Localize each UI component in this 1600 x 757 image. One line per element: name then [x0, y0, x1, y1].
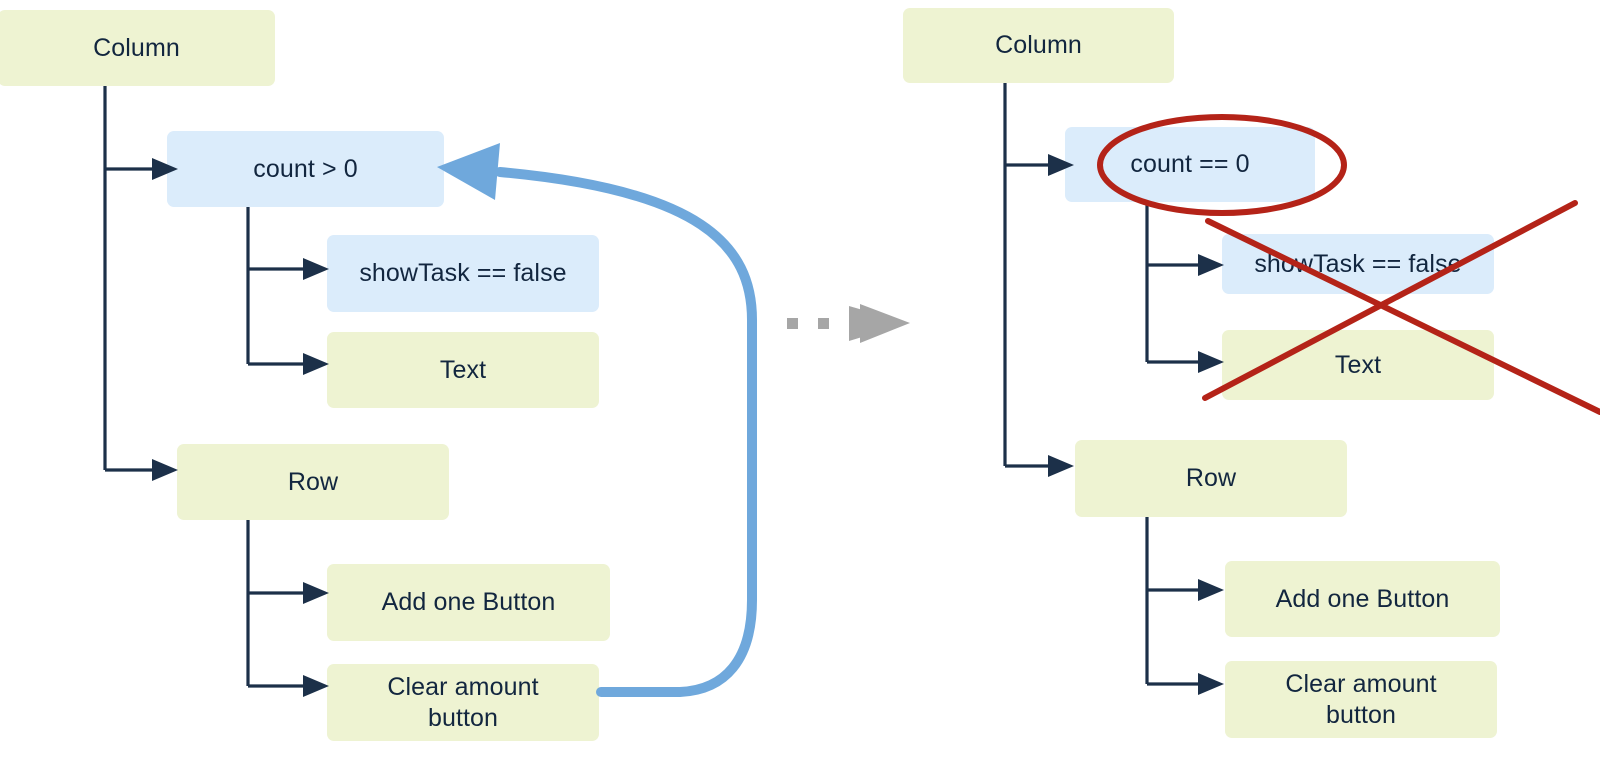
- connector-row-left-spine: [246, 520, 329, 697]
- connector-count-right-spine: [1145, 202, 1224, 373]
- node-clearamount-right: Clear amount button: [1225, 661, 1497, 738]
- node-text-right: Text: [1222, 330, 1494, 400]
- node-column-left: Column: [0, 10, 275, 86]
- node-showtask-left: showTask == false: [327, 235, 599, 312]
- connector-count-left-spine: [246, 207, 329, 375]
- node-addone-right: Add one Button: [1225, 561, 1500, 637]
- node-text-left: Text: [327, 332, 599, 408]
- node-row-right: Row: [1075, 440, 1347, 517]
- node-count-left: count > 0: [167, 131, 444, 207]
- node-showtask-right: showTask == false: [1222, 234, 1494, 294]
- node-column-right: Column: [903, 8, 1174, 83]
- node-clearamount-left: Clear amount button: [327, 664, 599, 741]
- connector-column-right-spine: [1003, 83, 1074, 477]
- node-row-left: Row: [177, 444, 449, 520]
- transition-arrow: [787, 304, 910, 343]
- node-count-right: count == 0: [1065, 127, 1315, 202]
- connector-row-right-spine: [1145, 517, 1224, 695]
- node-addone-left: Add one Button: [327, 564, 610, 641]
